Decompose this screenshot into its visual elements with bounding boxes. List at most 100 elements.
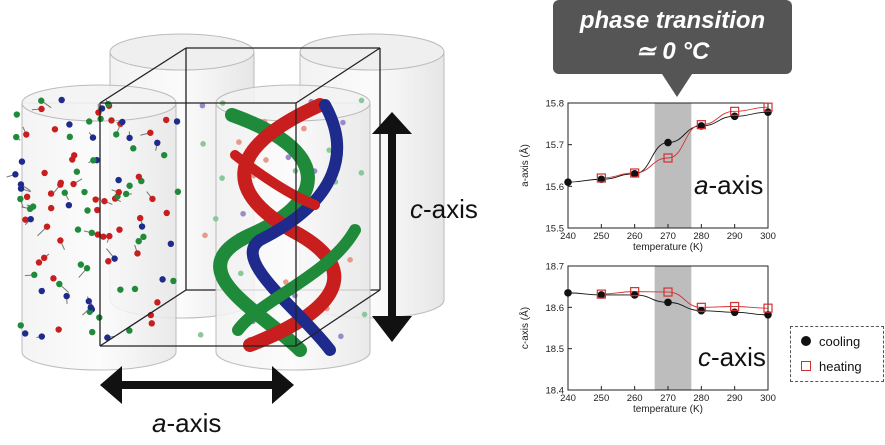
atom [154,299,161,306]
atom [197,332,204,338]
atom [66,121,73,128]
legend-label-cooling: cooling [819,333,861,349]
x-tick-label: 270 [660,231,676,242]
atom [163,209,170,217]
point-heating [763,303,773,313]
atom [101,197,108,205]
y-tick-label: 15.7 [546,140,565,151]
atom [89,134,97,141]
atom [111,255,118,262]
atom [22,216,29,223]
atom [63,292,70,300]
atom [35,259,43,266]
atom [88,229,96,237]
panel-label: a-axis [694,170,763,200]
point-heating [663,153,673,163]
atom [263,157,269,163]
point-heating [596,173,606,183]
legend-item-heating: heating [801,355,883,377]
atom [65,201,73,209]
point-heating [730,301,740,312]
y-tick-label: 15.8 [546,99,565,110]
atom [85,118,93,125]
y-tick-label: 18.6 [546,303,565,314]
point-cooling [664,138,672,147]
atom [160,151,168,159]
atom [149,195,156,203]
panel-label-suffix: -axis [711,342,766,372]
atom [147,129,154,136]
atom [57,181,64,188]
atom [131,285,139,293]
point-cooling [597,175,606,184]
helix-blue [246,99,344,356]
atom [126,182,133,189]
atom [200,141,206,147]
atom [96,314,103,321]
atom [90,157,97,164]
x-tick-label: 300 [760,231,776,242]
x-tick-label: 260 [627,231,643,242]
atom [61,189,68,196]
atom [115,176,122,184]
point-heating [696,302,706,312]
callout-line-2: ≃ 0 °C [635,38,710,65]
atom [31,271,38,279]
atom [77,261,85,268]
atom [74,226,82,233]
atom [113,131,120,138]
point-cooling [730,112,739,121]
atom [23,131,30,138]
atom [106,232,113,240]
y-tick-label: 18.5 [546,344,565,355]
atom [13,111,21,118]
atom [70,180,77,188]
atom [126,327,133,334]
atom [66,133,74,141]
legend-label-heating: heating [819,358,862,374]
c-axis-label: c-axis [410,194,478,224]
atom [84,207,91,214]
a-axis-label: a-axis [152,408,221,438]
atom [38,105,45,113]
atom [22,330,29,337]
atom [58,96,65,104]
point-cooling [630,291,639,299]
atom [51,126,59,133]
panel-label-suffix: -axis [708,170,763,200]
atom [116,226,123,233]
atom [47,204,55,212]
atom [140,233,147,241]
atom [38,287,45,295]
atom [238,270,244,277]
y-tick-label: 15.5 [546,224,565,235]
point-cooling [597,291,606,299]
x-tick-label: 260 [627,393,643,404]
annotation-pointer [662,74,692,97]
atom [89,328,96,336]
atom [55,326,62,333]
atom [202,232,208,239]
atom [83,265,91,272]
atom [119,118,126,126]
atom [138,223,146,230]
x-tick-label: 270 [660,393,676,404]
atom [361,311,368,318]
point-cooling [697,122,706,130]
atom [18,158,26,165]
helix-red-2 [230,150,320,210]
atom [40,254,48,262]
atom [43,223,51,230]
x-axis-label: temperature (K) [633,242,703,253]
atom [358,97,365,104]
atom [94,206,101,214]
atom [347,256,353,263]
atom [38,97,45,104]
atom [105,258,112,265]
callout-line-1: phase transition [579,7,766,34]
point-heating [730,106,740,116]
atom [92,196,99,203]
atom [236,139,242,145]
